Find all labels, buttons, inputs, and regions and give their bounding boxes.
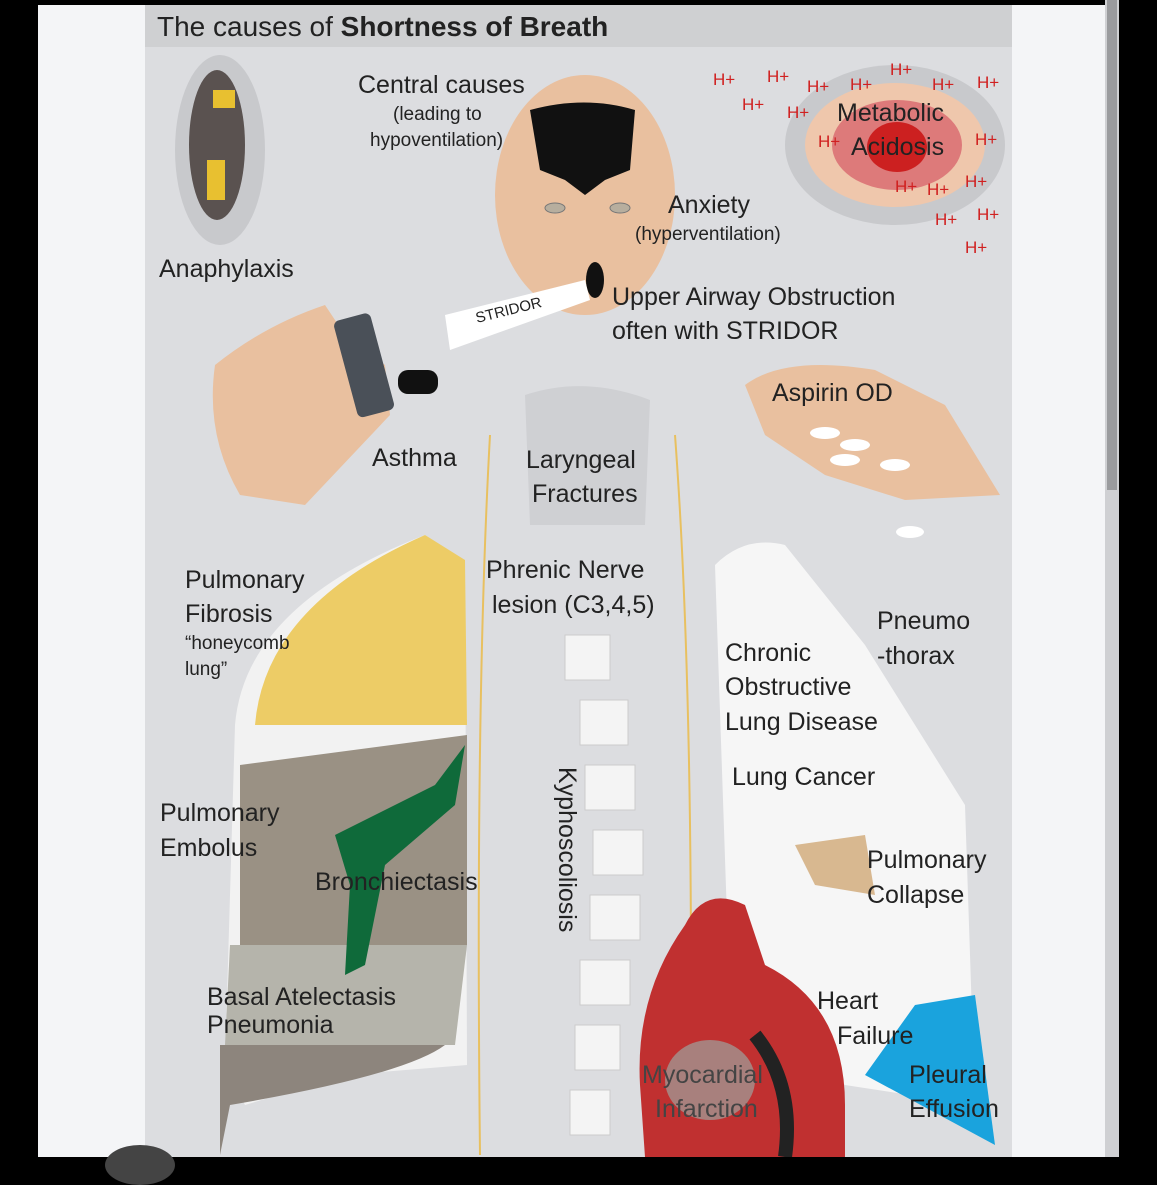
h-plus-label: H+: [767, 67, 790, 86]
collapse-label: Collapse: [867, 881, 965, 909]
pneumonia-label: Pneumonia: [207, 1011, 334, 1039]
h-plus-label: H+: [807, 77, 830, 96]
title-bar: [145, 5, 1012, 47]
anxiety-label: Anxiety: [668, 191, 750, 219]
heart-image: [639, 898, 845, 1157]
asthma-label: Asthma: [372, 444, 457, 472]
larynx-image: [525, 386, 650, 525]
h-plus-label: H+: [818, 132, 841, 151]
honeycomb-label: “honeycomb: [185, 633, 290, 654]
aspirin-label: Aspirin OD: [772, 379, 893, 407]
aspirin-hand-image: [745, 365, 1000, 538]
fibrosis-label: Pulmonary: [185, 566, 305, 594]
mi-label: Infarction: [655, 1095, 758, 1123]
embolus-label: Embolus: [160, 834, 258, 862]
h-plus-label: H+: [965, 238, 988, 257]
hand-inhaler-image: [212, 305, 438, 505]
central-causes-sub: (leading to: [393, 104, 482, 125]
central-causes-label: Central causes: [358, 71, 525, 99]
diagram: The causes of Shortness of Breath: [145, 5, 1012, 1157]
basal-atelectasis-label: Basal Atelectasis: [207, 983, 396, 1011]
h-plus-label: H+: [932, 75, 955, 94]
central-causes-sub: hypoventilation): [370, 130, 504, 151]
h-plus-label: H+: [977, 73, 1000, 92]
h-plus-label: H+: [935, 210, 958, 229]
upper-airway-sub: often with STRIDOR: [612, 317, 839, 345]
mi-label: Myocardial: [642, 1061, 763, 1089]
floating-button[interactable]: [105, 1145, 175, 1185]
left-lung-image: [220, 535, 467, 1155]
laryngeal-label: Laryngeal: [526, 446, 636, 474]
bronchiectasis-label: Bronchiectasis: [315, 868, 478, 896]
collapse-label: Pulmonary: [867, 846, 987, 874]
lung-cancer-label: Lung Cancer: [732, 763, 876, 791]
h-plus-label: H+: [890, 60, 913, 79]
h-plus-label: H+: [895, 177, 918, 196]
embolus-label: Pulmonary: [160, 799, 280, 827]
h-plus-label: H+: [713, 70, 736, 89]
fibrosis-label: Fibrosis: [185, 600, 273, 628]
copd-label: Obstructive: [725, 673, 852, 701]
kyphoscoliosis-label: Kyphoscoliosis: [553, 767, 581, 933]
acidosis-label: Acidosis: [851, 133, 945, 161]
h-plus-label: H+: [965, 172, 988, 191]
heart-failure-label: Heart: [817, 987, 879, 1015]
anaphylaxis-label: Anaphylaxis: [159, 255, 294, 283]
scrollbar-thumb[interactable]: [1107, 0, 1117, 490]
spine-image: [564, 634, 644, 1136]
anxiety-sub: (hyperventilation): [635, 224, 781, 245]
h-plus-label: H+: [850, 75, 873, 94]
diagram-illustration: [145, 47, 1012, 1157]
h-plus-label: H+: [927, 180, 950, 199]
h-plus-label: H+: [975, 130, 998, 149]
metabolic-label: Metabolic: [837, 99, 944, 127]
bee-image: [175, 55, 265, 245]
right-lung-image: [715, 542, 995, 1145]
diagram-title: The causes of Shortness of Breath: [157, 11, 609, 42]
heart-failure-label: Failure: [837, 1022, 914, 1050]
pneumothorax-label: -thorax: [877, 642, 955, 670]
pneumothorax-label: Pneumo: [877, 607, 971, 635]
phrenic-sub: lesion (C3,4,5): [492, 591, 655, 619]
pleural-effusion-label: Pleural: [909, 1061, 987, 1089]
phrenic-label: Phrenic Nerve: [486, 556, 645, 584]
pleural-effusion-label: Effusion: [909, 1095, 999, 1123]
honeycomb-label: lung”: [185, 659, 228, 680]
metabolic-acidosis-image: [785, 65, 1005, 225]
h-plus-label: H+: [977, 205, 1000, 224]
copd-label: Lung Disease: [725, 708, 878, 736]
copd-label: Chronic: [725, 639, 812, 667]
fractures-label: Fractures: [532, 480, 638, 508]
head-image: [445, 75, 675, 350]
h-plus-label: H+: [787, 103, 810, 122]
upper-airway-label: Upper Airway Obstruction: [612, 283, 896, 311]
h-plus-label: H+: [742, 95, 765, 114]
